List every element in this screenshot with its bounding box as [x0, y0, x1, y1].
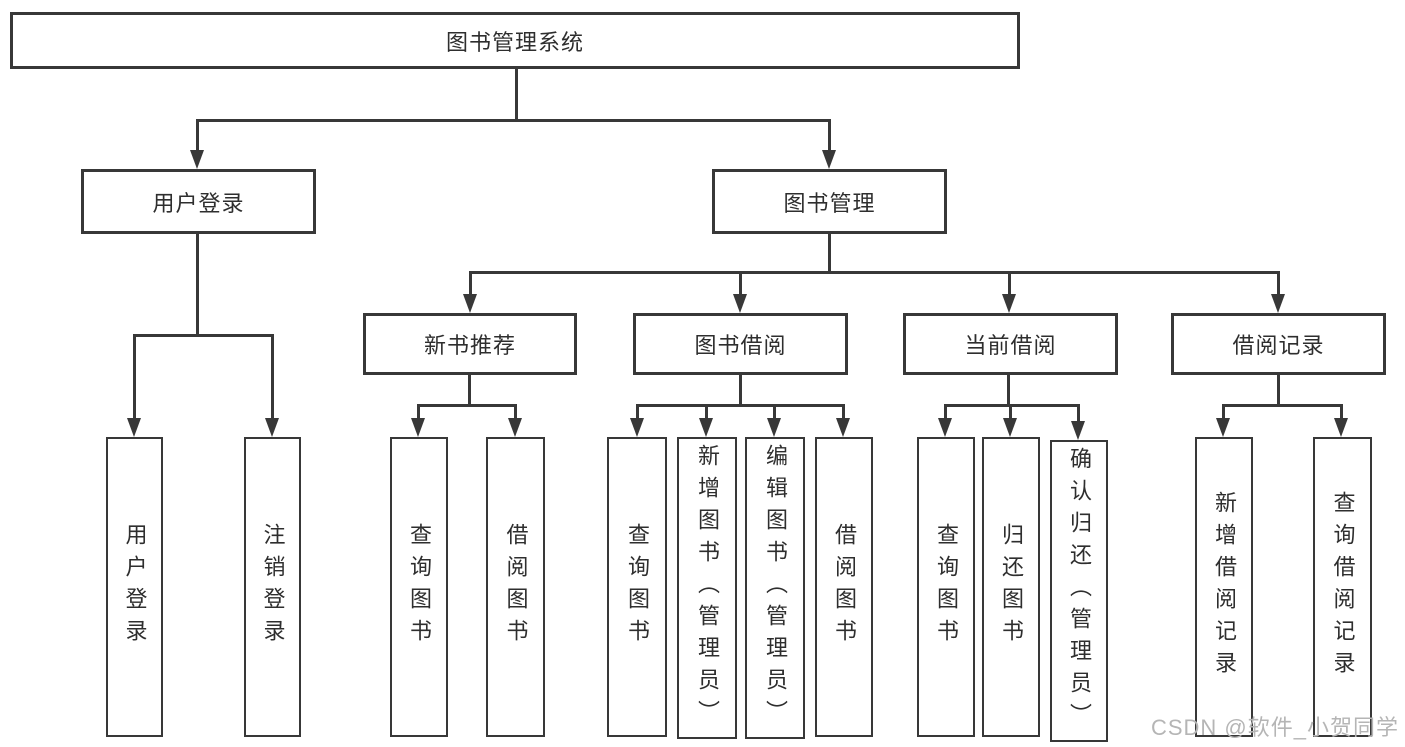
- arrow-down-query-book-recommend: [411, 418, 425, 437]
- arrow-down-query-book-borrow: [630, 418, 644, 437]
- node-new-book-recommend: 新书推荐: [363, 313, 577, 375]
- arrow-down-book-borrow: [733, 294, 747, 313]
- leaf-add-borrow-record: 新增借阅记录: [1195, 437, 1253, 737]
- connector-records-stub: [1277, 375, 1280, 407]
- connector-recommend-vline1: [417, 404, 420, 420]
- node-book-management: 图书管理: [712, 169, 947, 234]
- connector-userlogin-vline2: [271, 334, 274, 419]
- connector-records-vline2: [1340, 404, 1343, 420]
- connector-recommend-hline: [417, 404, 517, 407]
- arrow-down-leaf-logout: [265, 418, 279, 437]
- connector-userlogin-hline: [133, 334, 274, 337]
- connector-current-vline3: [1077, 404, 1080, 422]
- connector-borrow-vline4: [842, 404, 845, 420]
- connector-borrow-stub: [739, 375, 742, 407]
- node-borrow-records: 借阅记录: [1171, 313, 1386, 375]
- leaf-user-login: 用户登录: [106, 437, 163, 737]
- node-user-login: 用户登录: [81, 169, 316, 234]
- connector-recommend-vline2: [514, 404, 517, 420]
- connector-bookmgmt-stub: [828, 234, 831, 274]
- arrow-down-book-management: [822, 150, 836, 169]
- connector-borrow-vline1: [636, 404, 639, 420]
- connector-userlogin-vline1: [133, 334, 136, 419]
- leaf-edit-book-admin: 编辑图书（管理员）: [745, 437, 805, 739]
- connector-borrow-vline3: [773, 404, 776, 420]
- node-book-borrow: 图书借阅: [633, 313, 848, 375]
- leaf-borrow-book: 借阅图书: [815, 437, 873, 737]
- node-current-borrow: 当前借阅: [903, 313, 1118, 375]
- connector-l3-vline3: [1008, 271, 1011, 295]
- arrow-down-borrow-book: [836, 418, 850, 437]
- arrow-down-return-book: [1003, 418, 1017, 437]
- arrow-down-borrow-records: [1271, 294, 1285, 313]
- connector-current-vline1: [944, 404, 947, 420]
- connector-current-stub: [1007, 375, 1010, 407]
- arrow-down-user-login: [190, 150, 204, 169]
- leaf-query-book-borrow: 查询图书: [607, 437, 667, 737]
- arrow-down-current-borrow: [1002, 294, 1016, 313]
- leaf-add-book-admin: 新增图书（管理员）: [677, 437, 737, 739]
- connector-l1-hline: [196, 119, 830, 122]
- node-library-system: 图书管理系统: [10, 12, 1020, 69]
- connector-l3-hline: [469, 271, 1280, 274]
- connector-l3-vline2: [739, 271, 742, 295]
- leaf-logout: 注销登录: [244, 437, 301, 737]
- arrow-down-new-book-recommend: [463, 294, 477, 313]
- arrow-down-add-borrow-record: [1216, 418, 1230, 437]
- connector-current-hline: [944, 404, 1080, 407]
- leaf-query-book-current: 查询图书: [917, 437, 975, 737]
- leaf-borrow-book-recommend: 借阅图书: [486, 437, 545, 737]
- connector-records-hline: [1222, 404, 1343, 407]
- arrow-down-query-book-current: [938, 418, 952, 437]
- connector-l3-vline1: [469, 271, 472, 295]
- connector-l1-vline-right: [828, 119, 831, 152]
- connector-userlogin-stub: [196, 234, 199, 337]
- connector-root-stub: [515, 69, 518, 121]
- arrow-down-add-book-admin: [699, 418, 713, 437]
- connector-borrow-vline2: [705, 404, 708, 420]
- leaf-query-book-recommend: 查询图书: [390, 437, 448, 737]
- connector-l3-vline4: [1277, 271, 1280, 295]
- watermark: CSDN @软件_小贺同学: [1150, 715, 1399, 740]
- leaf-return-book: 归还图书: [982, 437, 1040, 737]
- connector-borrow-hline: [636, 404, 845, 407]
- connector-records-vline1: [1222, 404, 1225, 420]
- arrow-down-borrow-book-recommend: [508, 418, 522, 437]
- arrow-down-leaf-user-login: [127, 418, 141, 437]
- connector-current-vline2: [1009, 404, 1012, 420]
- arrow-down-confirm-return-admin: [1071, 421, 1085, 440]
- connector-recommend-stub: [468, 375, 471, 407]
- arrow-down-query-borrow-record: [1334, 418, 1348, 437]
- leaf-confirm-return-admin: 确认归还（管理员）: [1050, 440, 1108, 742]
- connector-l1-vline-left: [196, 119, 199, 152]
- arrow-down-edit-book-admin: [767, 418, 781, 437]
- leaf-query-borrow-record: 查询借阅记录: [1313, 437, 1372, 737]
